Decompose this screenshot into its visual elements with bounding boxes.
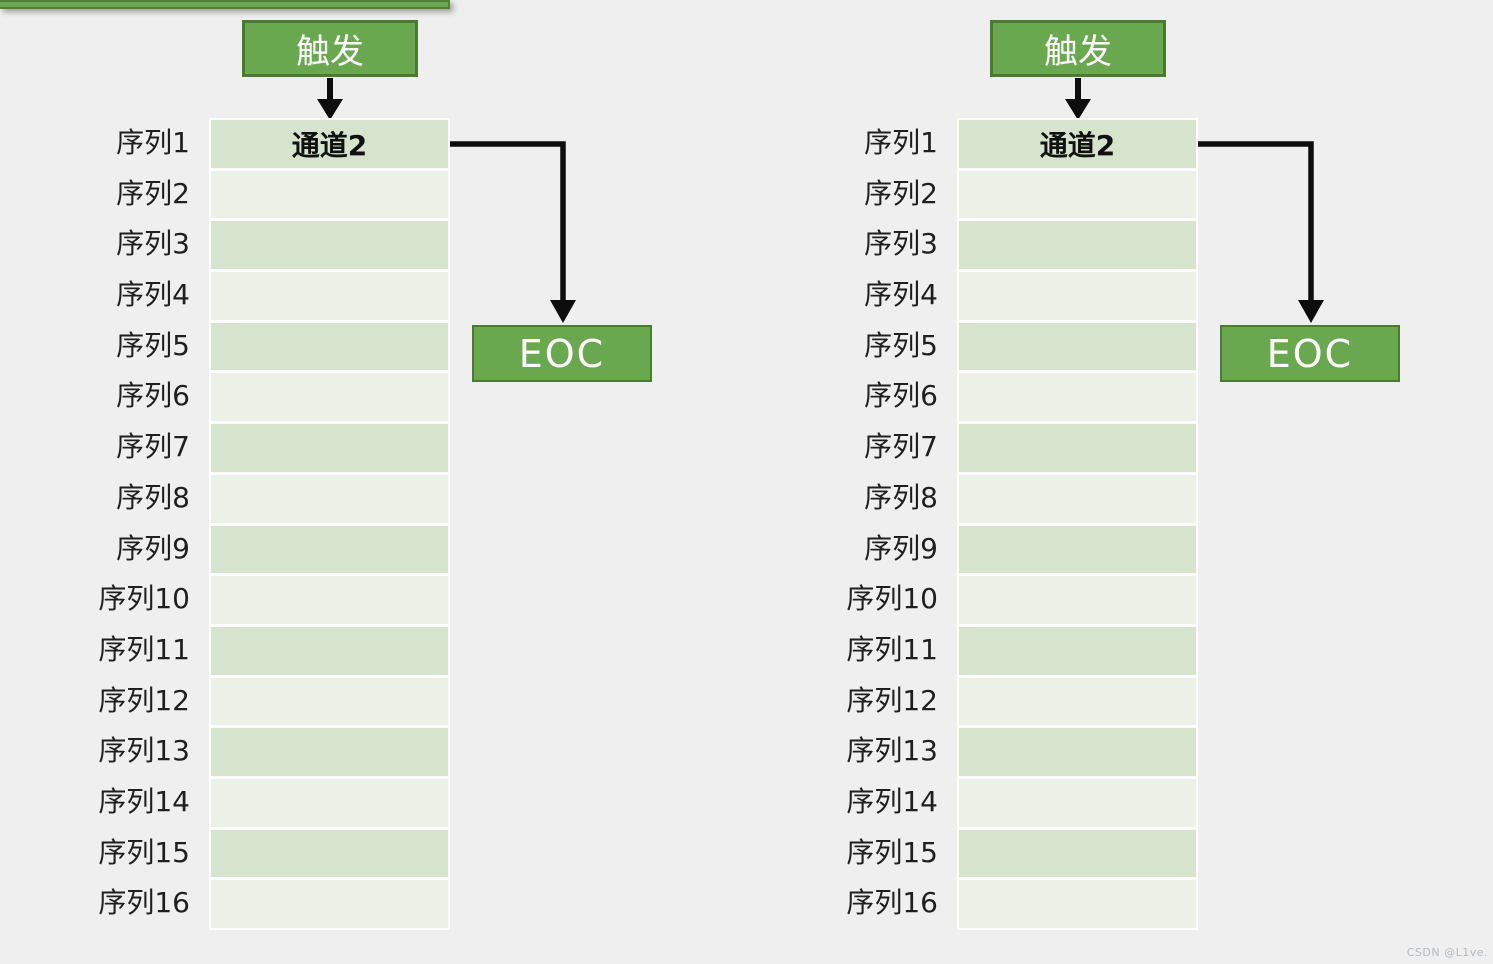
sequence-row [211,170,448,219]
sequence-row [959,880,1196,928]
sequence-row [211,829,448,878]
sequence-label: 序列4 [864,278,938,312]
trigger-down-arrow [317,78,343,120]
sequence-label: 序列13 [846,734,938,768]
sequence-row [211,880,448,928]
sequence-label: 序列16 [98,886,190,920]
sequence-row [211,221,448,270]
sequence-row [959,474,1196,523]
sequence-label: 序列14 [846,784,938,818]
sequence-row [959,576,1196,624]
sequence-row [959,525,1196,574]
sequence-row [959,829,1196,878]
sequence-label: 序列5 [116,328,190,362]
sequence-row [959,677,1196,726]
sequence-label: 序列1 [864,126,938,159]
sequence-label: 序列1 [116,126,190,159]
sequence-row [211,576,448,624]
sequence-label: 序列5 [864,328,938,362]
trigger-box: 触发 [242,20,418,77]
sequence-row [211,373,448,422]
sequence-label: 序列6 [864,379,938,413]
sequence-row [211,322,448,371]
sequence-row [959,221,1196,270]
eoc-elbow-arrow [1198,141,1324,323]
sequence-label: 序列11 [846,632,938,666]
sequence-row [959,272,1196,320]
sequence-label: 序列3 [116,227,190,261]
sequence-row [211,424,448,472]
sequence-label: 序列7 [864,430,938,464]
sequence-row [959,322,1196,371]
sequence-row [211,677,448,726]
sequence-row [959,424,1196,472]
eoc-box: EOC [472,325,652,382]
sequence-row [211,728,448,776]
csdn-watermark: CSDN @L1ve. [1406,946,1488,959]
sequence-label-column: 序列1 序列2 序列3 序列4 序列5 序列6 序列7 序列8 序列9 序列10 序列11 序列12 序… [40,118,190,929]
sequence-label: 序列3 [864,227,938,261]
sequence-label-column: 序列1 序列2 序列3 序列4 序列5 序列6 序列7 序列8 序列9 序列10 序列11 序列12 序… [788,118,938,929]
eoc-elbow-arrow [450,141,576,323]
sequence-label: 序列9 [864,531,938,565]
sequence-row [211,474,448,523]
sequence-row [211,626,448,675]
sequence-label: 序列4 [116,278,190,312]
sequence-table: 通道2 [957,118,1198,930]
sequence-label: 序列15 [98,835,190,869]
sequence-label: 序列16 [846,886,938,920]
sequence-label: 序列8 [864,480,938,514]
sequence-row [959,373,1196,422]
sequence-row [211,525,448,574]
sequence-label: 序列12 [98,683,190,717]
sequence-table: 通道2 [209,118,450,930]
sequence-label: 序列11 [98,632,190,666]
sequence-label: 序列15 [846,835,938,869]
sequence-label: 序列10 [846,582,938,616]
sequence-row [211,272,448,320]
sequence-label: 序列2 [116,176,190,210]
channel-row: 通道2 [211,120,448,168]
sequence-label: 序列6 [116,379,190,413]
sequence-label: 序列14 [98,784,190,818]
sequence-row [959,170,1196,219]
sequence-label: 序列12 [846,683,938,717]
top-accent-bar [0,0,450,9]
sequence-label: 序列2 [864,176,938,210]
sequence-label: 序列8 [116,480,190,514]
sequence-label: 序列10 [98,582,190,616]
sequence-row [959,626,1196,675]
trigger-box: 触发 [990,20,1166,77]
channel-row: 通道2 [959,120,1196,168]
sequence-row [959,728,1196,776]
sequence-label: 序列9 [116,531,190,565]
trigger-down-arrow [1065,78,1091,120]
sequence-row [211,778,448,827]
eoc-box: EOC [1220,325,1400,382]
sequence-label: 序列13 [98,734,190,768]
sequence-row [959,778,1196,827]
sequence-label: 序列7 [116,430,190,464]
